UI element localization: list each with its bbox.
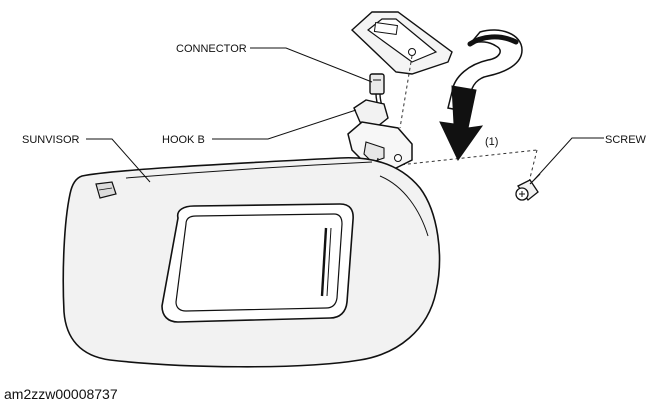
cover-plate (350, 11, 453, 75)
screw-icon (515, 173, 541, 201)
step-label: (1) (485, 136, 498, 148)
sunvisor (62, 156, 441, 368)
screw-leader (533, 137, 604, 181)
screw-label: SCREW (605, 134, 647, 146)
leader-lines (86, 47, 604, 183)
connector-label: CONNECTOR (176, 43, 247, 55)
sunvisor-label: SUNVISOR (22, 134, 80, 146)
hook-b-leader (212, 109, 357, 140)
sunvisor-leader (86, 138, 151, 183)
connector-leader (250, 47, 373, 83)
figure-id: am2zzw00008737 (4, 386, 118, 402)
hook-b-label: HOOK B (162, 134, 205, 146)
removal-arrow-icon (439, 29, 523, 161)
